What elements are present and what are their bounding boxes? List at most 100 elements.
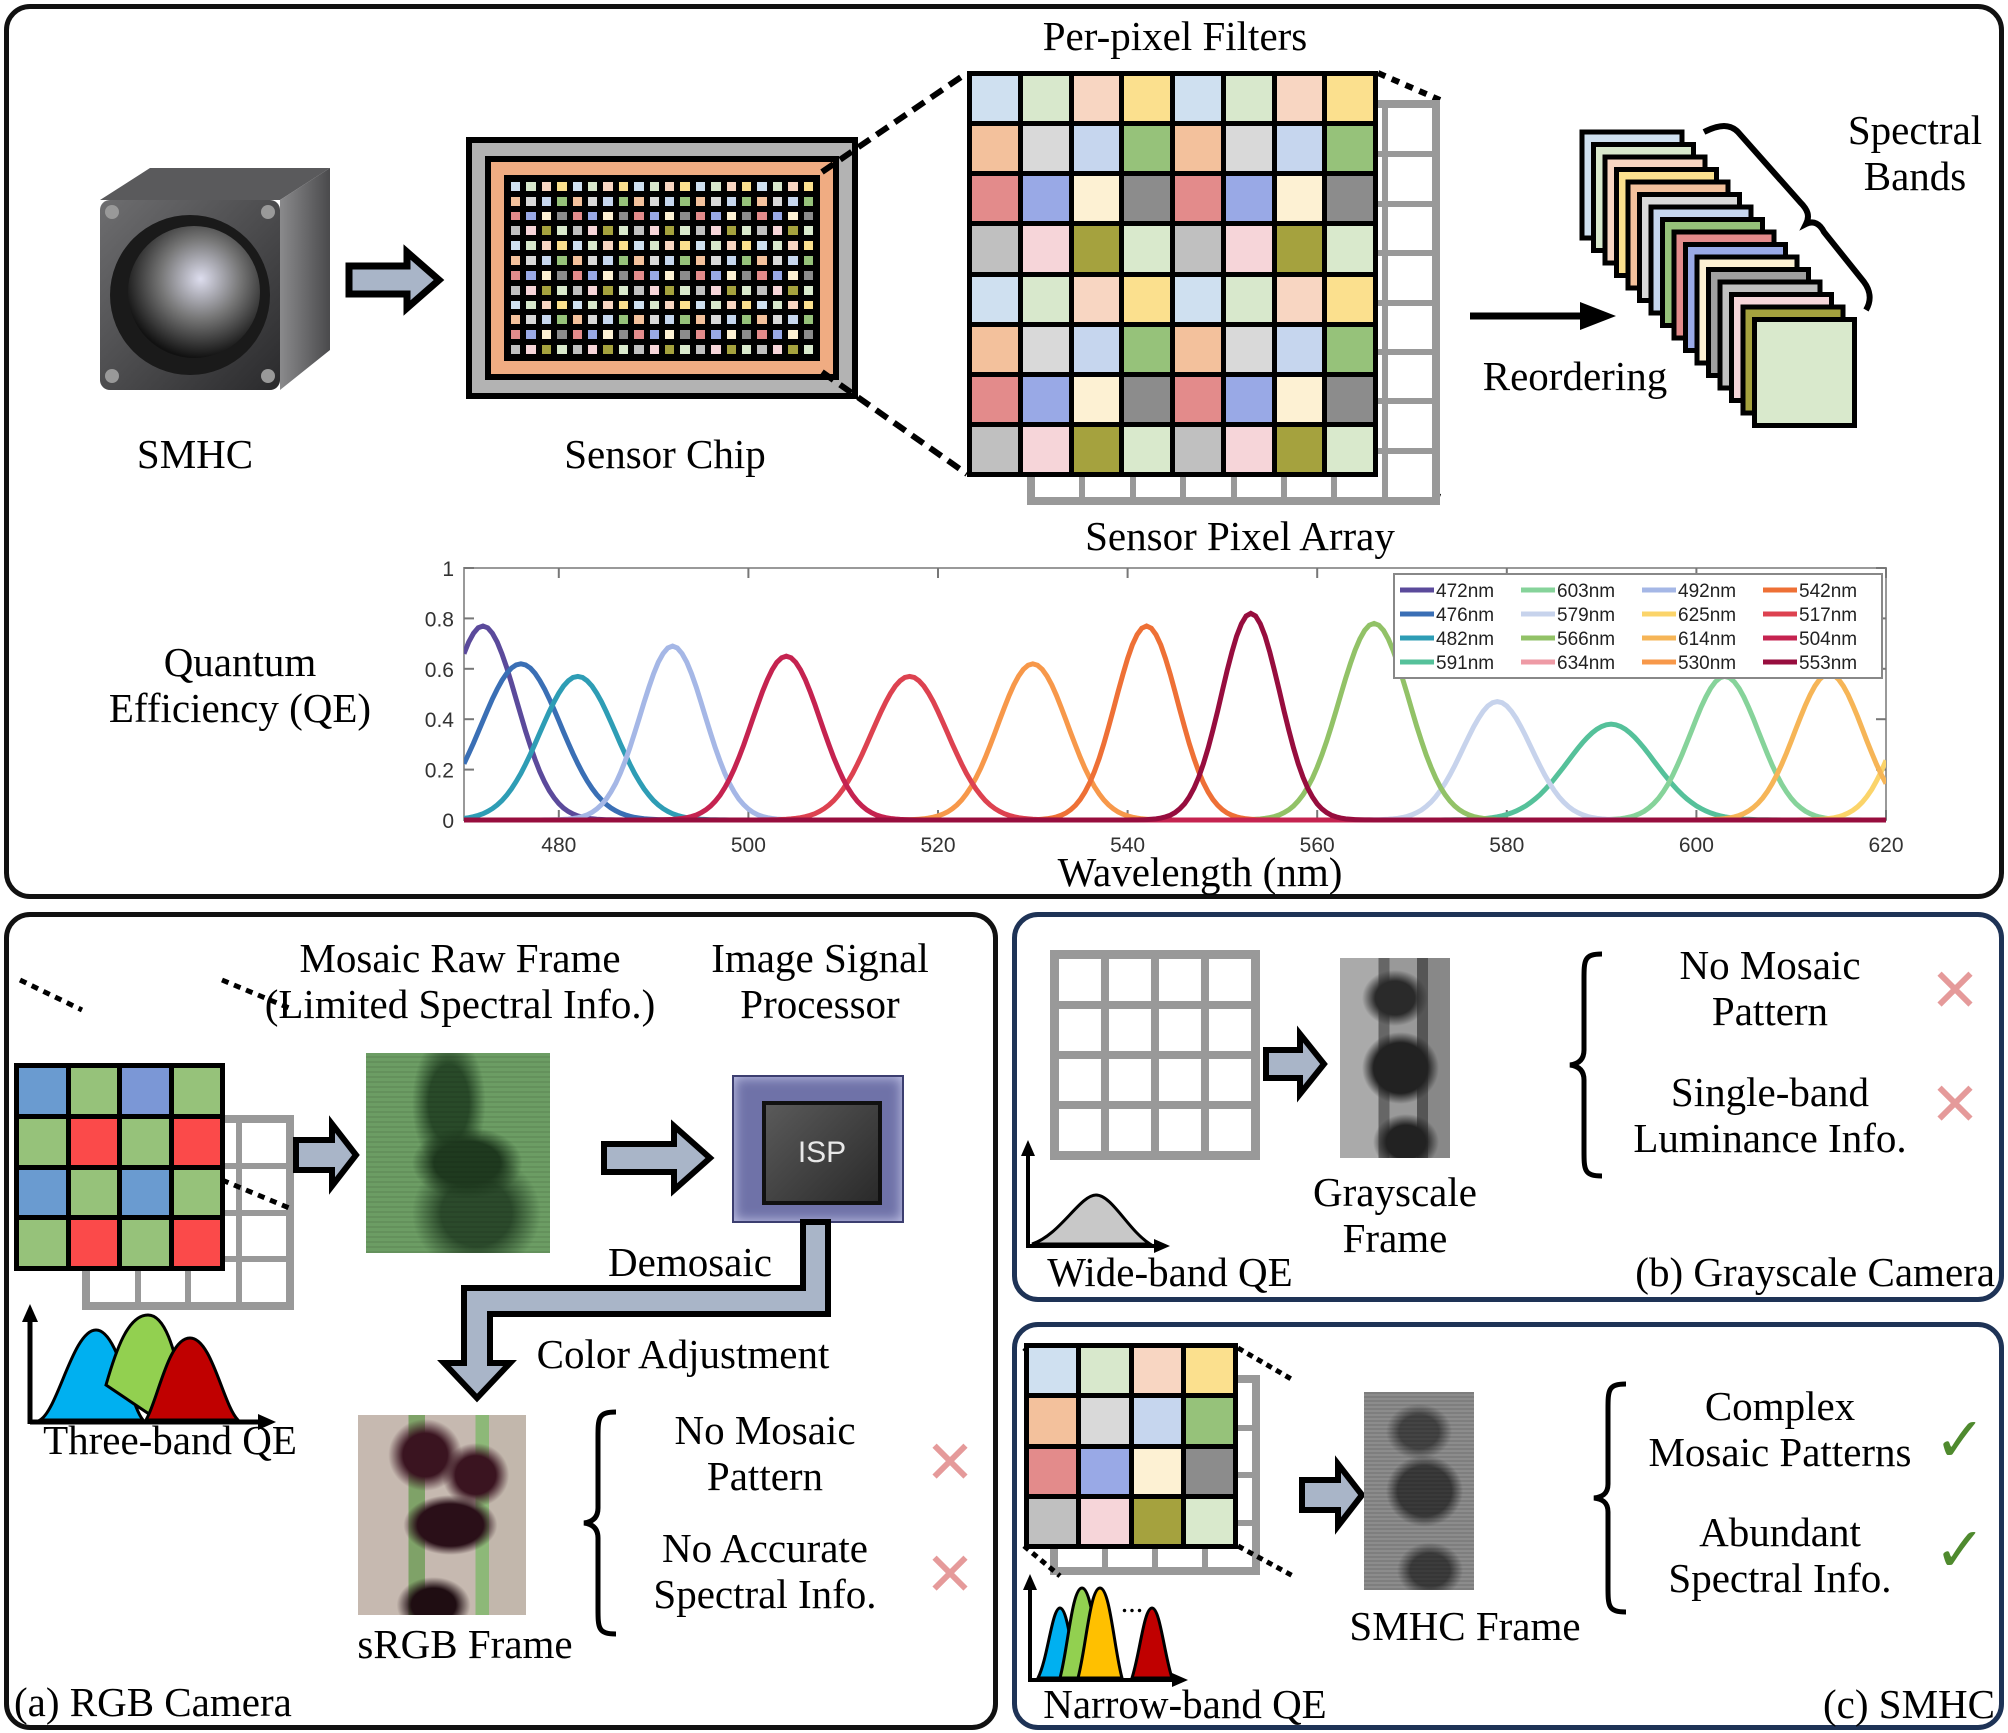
chip-pixel bbox=[541, 196, 552, 206]
pixel-cell bbox=[1105, 1105, 1155, 1155]
chip-pixel bbox=[757, 270, 767, 280]
chip-pixel bbox=[726, 270, 736, 280]
filter-cell bbox=[1022, 376, 1069, 422]
chip-pixel bbox=[726, 345, 736, 354]
chip-pixel bbox=[695, 182, 706, 191]
filter-cell bbox=[1029, 1398, 1077, 1444]
chip-pixel bbox=[649, 270, 659, 280]
chip-pixel bbox=[634, 270, 644, 280]
chip-pixel bbox=[603, 226, 613, 236]
rgb-point-1-line2: Pattern bbox=[706, 1452, 824, 1499]
filter-cell bbox=[1073, 226, 1120, 272]
chip-pixel bbox=[757, 182, 767, 191]
chip-pixel bbox=[788, 285, 798, 295]
legend-label: 530nm bbox=[1678, 653, 1736, 674]
filter-cell bbox=[1124, 126, 1170, 172]
filter-cell bbox=[1029, 1348, 1077, 1394]
filter-cell bbox=[1276, 326, 1323, 372]
filter-cell bbox=[1133, 1398, 1181, 1444]
smhc-point-2-line1: Abundant bbox=[1699, 1509, 1861, 1555]
filter-cell bbox=[1175, 276, 1221, 322]
filter-cell bbox=[1175, 426, 1221, 472]
filter-cell bbox=[1276, 276, 1323, 322]
chip-pixel bbox=[557, 270, 567, 280]
chip-pixel bbox=[511, 345, 521, 354]
pixel-cell bbox=[1105, 1005, 1155, 1055]
chip-pixel bbox=[587, 196, 598, 206]
chip-pixel bbox=[511, 211, 521, 221]
filter-cell bbox=[1073, 376, 1120, 422]
chip-pixel bbox=[526, 270, 536, 280]
elbow-arrow-icon bbox=[437, 1219, 831, 1403]
grayscale-frame-label: Grayscale Frame bbox=[1300, 1169, 1490, 1262]
chip-pixel bbox=[680, 300, 690, 310]
chip-pixel bbox=[695, 285, 706, 295]
legend-label: 482nm bbox=[1436, 629, 1494, 650]
chip-pixel bbox=[603, 256, 613, 265]
pixel-cell bbox=[1105, 955, 1155, 1005]
three-band-qe-icon bbox=[22, 1304, 276, 1430]
chip-pixel bbox=[526, 345, 536, 354]
chip-pixel bbox=[741, 196, 752, 206]
cross-icon: ✕ bbox=[924, 1540, 976, 1610]
filter-cell bbox=[972, 126, 1018, 172]
legend-label: 591nm bbox=[1436, 653, 1494, 674]
chip-pixel bbox=[711, 226, 721, 236]
chip-pixel bbox=[680, 182, 690, 191]
chip-pixel bbox=[664, 285, 675, 295]
raw-frame-label: Mosaic Raw Frame (Limited Spectral Info.… bbox=[225, 935, 695, 1028]
filter-cell bbox=[1327, 226, 1373, 272]
pixel-cell bbox=[1205, 1105, 1255, 1155]
chip-pixel bbox=[772, 300, 783, 310]
smhc-panel bbox=[1012, 1322, 2004, 1730]
filter-cell bbox=[1073, 276, 1120, 322]
chip-pixel bbox=[572, 256, 582, 265]
chip-pixel bbox=[587, 300, 598, 310]
chip-pixel bbox=[572, 226, 582, 236]
filter-cell bbox=[70, 1118, 117, 1165]
chip-pixel bbox=[711, 345, 721, 354]
filter-cell bbox=[70, 1068, 117, 1114]
pixel-cell bbox=[1384, 203, 1435, 254]
chip-pixel bbox=[803, 226, 813, 236]
chip-pixel bbox=[649, 196, 659, 206]
pixel-cell bbox=[1055, 1005, 1105, 1055]
chip-pixel bbox=[680, 330, 690, 340]
mosaic-raw-frame-image bbox=[366, 1053, 550, 1253]
chip-pixel bbox=[711, 300, 721, 310]
srgb-frame-label: sRGB Frame bbox=[357, 1621, 573, 1667]
chip-pixel bbox=[664, 270, 675, 280]
chip-pixel bbox=[680, 315, 690, 325]
chip-pixel bbox=[803, 300, 813, 310]
chip-pixel bbox=[772, 285, 783, 295]
color-adjustment-label: Color Adjustment bbox=[536, 1331, 830, 1377]
x-axis-label: Wavelength (nm) bbox=[1057, 849, 1343, 895]
raw-frame-label-line2: (Limited Spectral Info.) bbox=[264, 980, 656, 1027]
chip-pixel bbox=[757, 330, 767, 340]
filter-cell bbox=[1185, 1498, 1233, 1544]
chip-pixel bbox=[695, 196, 706, 206]
filter-cell bbox=[972, 276, 1018, 322]
legend-label: 625nm bbox=[1678, 605, 1736, 626]
chip-pixel bbox=[711, 256, 721, 265]
rgb-point-1: No Mosaic Pattern bbox=[615, 1407, 915, 1500]
chip-pixel bbox=[603, 211, 613, 221]
brace-icon bbox=[1593, 1381, 1627, 1615]
chip-pixel bbox=[680, 345, 690, 354]
chip-pixel bbox=[557, 211, 567, 221]
x-tick-label: 480 bbox=[541, 834, 576, 857]
rgb-point-2-line1: No Accurate bbox=[661, 1525, 869, 1571]
filter-cell bbox=[972, 326, 1018, 372]
chip-pixel bbox=[788, 315, 798, 325]
pixel-array-label: Sensor Pixel Array bbox=[1085, 513, 1395, 559]
isp-label-line1: Image Signal bbox=[711, 935, 929, 981]
brace-icon bbox=[1569, 951, 1603, 1179]
pixel-cell bbox=[1384, 450, 1435, 500]
check-icon: ✓ bbox=[1934, 1513, 1986, 1586]
chip-pixel bbox=[695, 226, 706, 236]
filter-cell bbox=[1022, 226, 1069, 272]
chip-pixel bbox=[757, 300, 767, 310]
pixel-cell bbox=[1384, 401, 1435, 451]
brace-icon bbox=[1702, 123, 1873, 312]
chip-pixel bbox=[803, 196, 813, 206]
